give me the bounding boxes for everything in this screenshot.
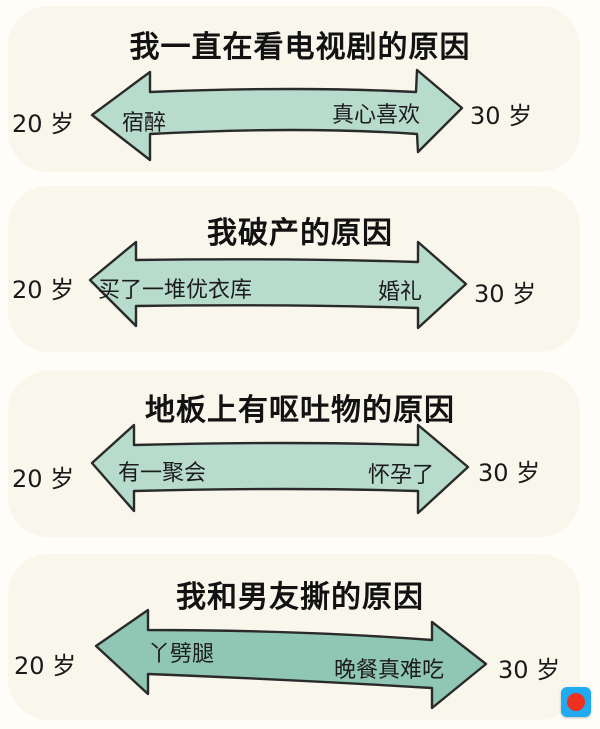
right-arrow-label: 婚礼 [378, 280, 423, 305]
left-age-label: 20 岁 [12, 465, 75, 493]
left-arrow-label: 宿醉 [122, 111, 167, 136]
panel-title: 我和男友撕的原因 [176, 580, 424, 615]
panel-title: 我一直在看电视剧的原因 [129, 30, 471, 65]
panel-title: 我破产的原因 [207, 216, 393, 251]
panel-1: 我一直在看电视剧的原因 20 岁 30 岁 宿醉 真心喜欢 [0, 0, 600, 178]
record-icon [567, 693, 585, 711]
right-age-label: 30 岁 [470, 102, 533, 130]
left-arrow-label: 丫劈腿 [148, 642, 215, 667]
left-arrow-label: 买了一堆优衣库 [98, 278, 253, 303]
left-age-label: 20 岁 [12, 110, 75, 138]
double-arrow-icon [94, 608, 488, 710]
double-arrow-icon [88, 240, 468, 330]
record-button[interactable] [561, 687, 591, 717]
right-age-label: 30 岁 [478, 459, 541, 487]
left-age-label: 20 岁 [14, 652, 77, 680]
panel-3: 地板上有呕吐物的原因 20 岁 30 岁 有一聚会 怀孕了 [0, 365, 600, 543]
right-age-label: 30 岁 [474, 280, 537, 308]
double-arrow-icon [90, 423, 470, 515]
right-arrow-label: 真心喜欢 [332, 103, 421, 128]
left-age-label: 20 岁 [12, 276, 75, 304]
right-age-label: 30 岁 [498, 656, 561, 684]
left-arrow-label: 有一聚会 [118, 461, 207, 486]
panel-2: 我破产的原因 20 岁 30 岁 买了一堆优衣库 婚礼 [0, 180, 600, 358]
double-arrow-icon [90, 68, 464, 162]
right-arrow-label: 怀孕了 [368, 463, 435, 488]
panel-title: 地板上有呕吐物的原因 [145, 393, 455, 428]
panel-4: 我和男友撕的原因 20 岁 30 岁 丫劈腿 晚餐真难吃 [0, 548, 600, 726]
right-arrow-label: 晚餐真难吃 [334, 658, 445, 683]
